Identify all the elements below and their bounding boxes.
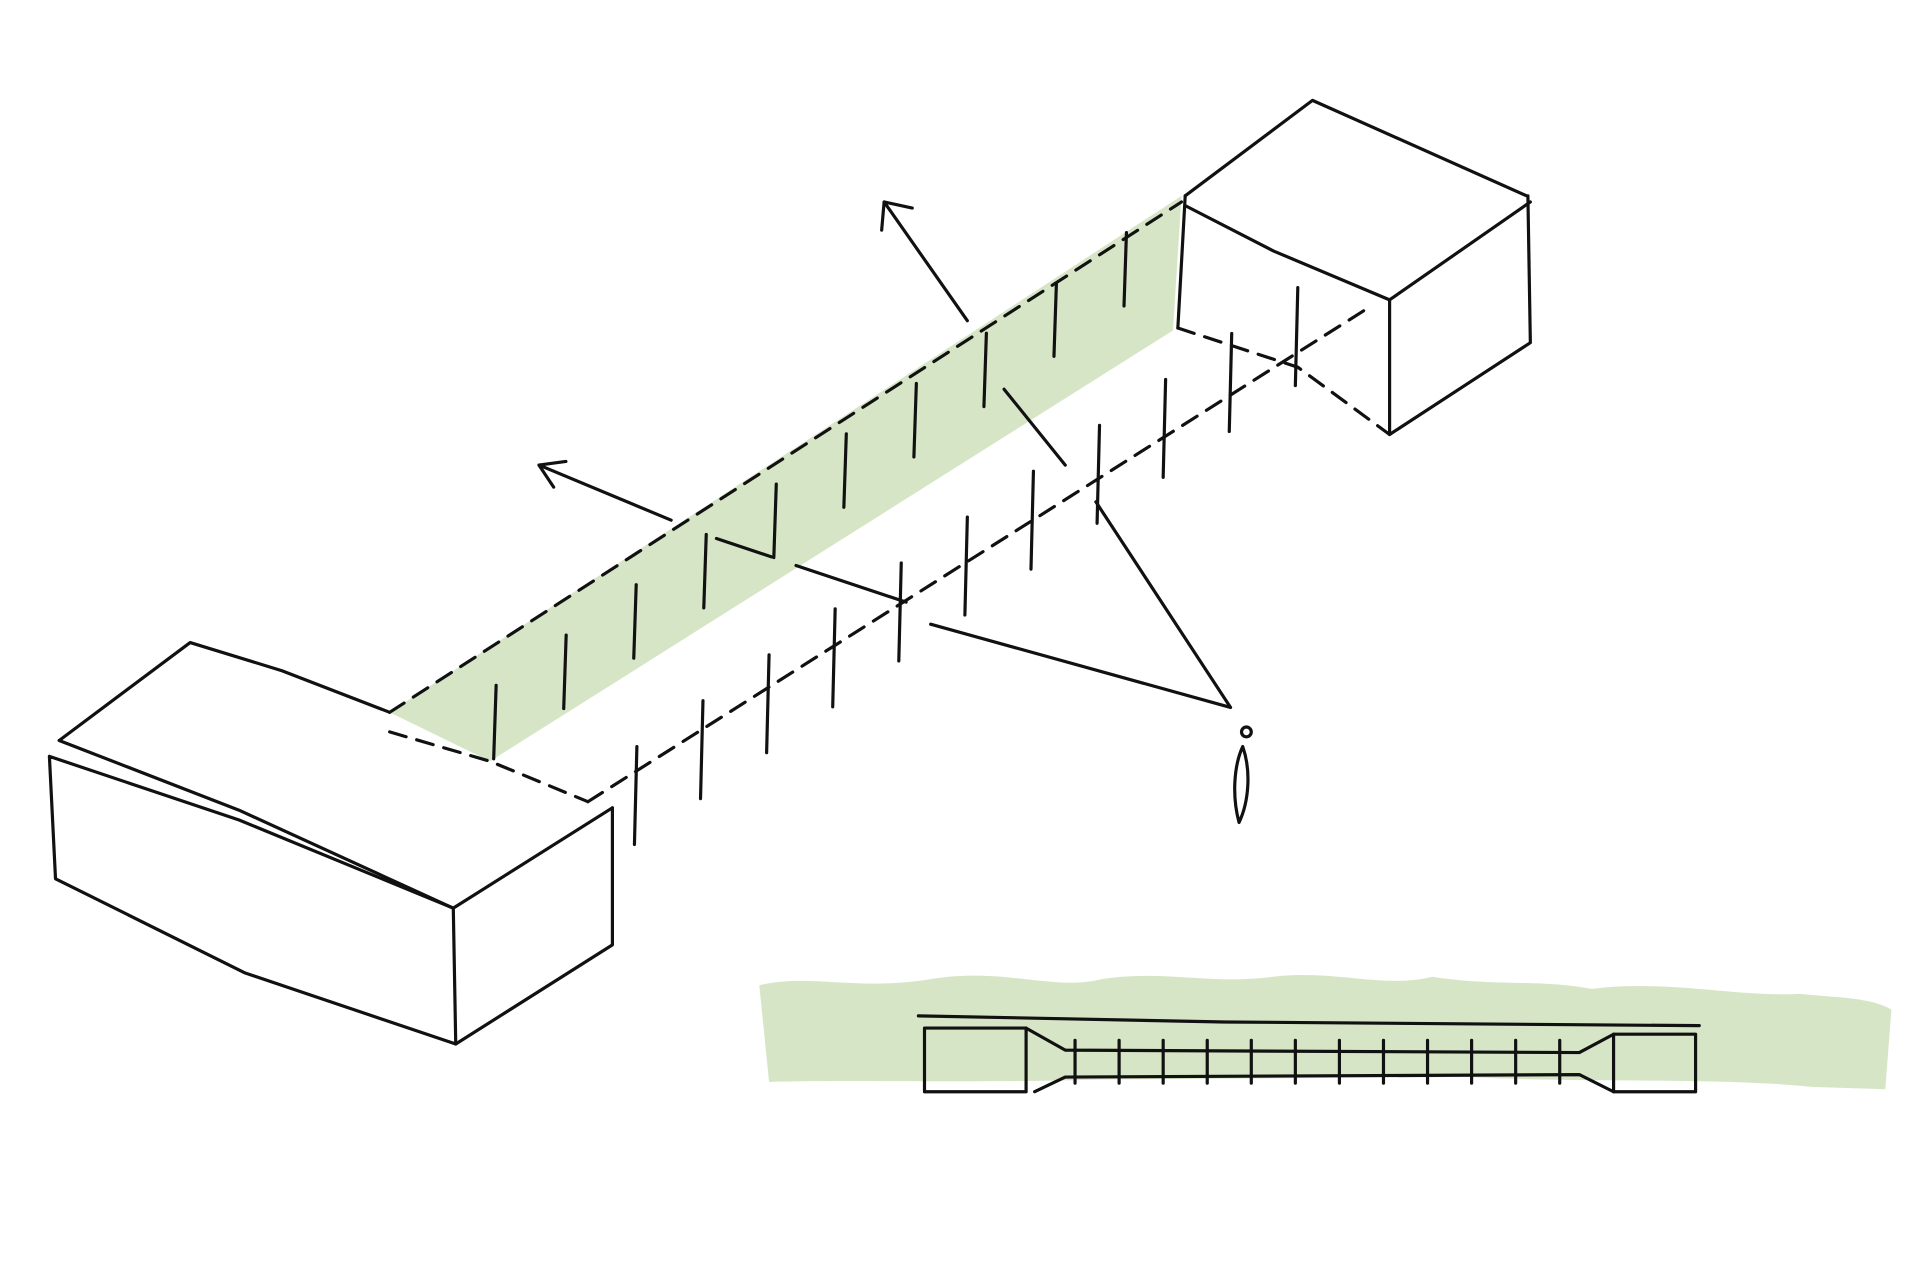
sight-line-1 — [794, 563, 1233, 710]
right-building-front — [1176, 194, 1532, 437]
left-building — [47, 640, 614, 1046]
left-building-top-front-edge — [57, 738, 614, 910]
bridge-front-posts — [632, 286, 1300, 847]
bridge-front-post — [1029, 469, 1036, 571]
left-building-hidden-edge — [388, 730, 590, 804]
section-elevation — [759, 974, 1892, 1094]
bridge-front-post — [963, 515, 969, 617]
bridge-front-post — [1161, 377, 1168, 479]
bridge-back-post — [1122, 230, 1129, 308]
person-figure — [1233, 725, 1253, 825]
left-building-top-back-edge — [57, 640, 392, 743]
bridge-front-post — [698, 699, 705, 801]
bridge-back-post — [492, 683, 498, 761]
bridge-front-post — [897, 561, 903, 663]
right-building-hidden-edge — [1176, 326, 1392, 437]
sight-line-2 — [1094, 500, 1233, 710]
bridge-front-post — [632, 745, 639, 847]
section-bridge — [1024, 1026, 1616, 1094]
green-glazed-plane — [389, 195, 1182, 762]
bridge-front-post — [831, 607, 837, 709]
bridge-back-post — [1052, 281, 1059, 358]
bridge-front-post — [1227, 331, 1234, 434]
right-building-top — [1183, 98, 1532, 302]
bridge-back-post — [982, 331, 988, 409]
left-building-front-face — [47, 754, 458, 1046]
right-building — [1176, 98, 1532, 437]
section-vegetation — [759, 974, 1892, 1090]
sight-line-3 — [1002, 387, 1067, 467]
person-head — [1239, 725, 1253, 739]
section-posts — [1073, 1038, 1562, 1085]
bridge-back-post — [632, 583, 638, 660]
section-left-building — [922, 1026, 1028, 1094]
bridge-front-post — [1293, 286, 1300, 388]
person-body — [1233, 745, 1250, 825]
bridge-back-edge — [388, 200, 1184, 714]
bridge-back-post — [562, 633, 568, 711]
bridge-back-post — [912, 381, 918, 459]
bridge-back-posts — [492, 230, 1129, 761]
bridge-back-post — [772, 482, 778, 560]
bridge-front-edge — [586, 304, 1373, 804]
section-right-building — [1611, 1032, 1698, 1094]
bridge-back-post — [702, 532, 708, 610]
view-arrow-west — [537, 459, 673, 522]
left-building-side-face — [454, 806, 614, 1046]
sight-line-4 — [714, 536, 774, 559]
bridge-back-post — [842, 432, 848, 509]
bridge-front-post — [765, 653, 771, 755]
view-arrow-north — [880, 200, 969, 323]
section-roof-line — [916, 1014, 1701, 1028]
